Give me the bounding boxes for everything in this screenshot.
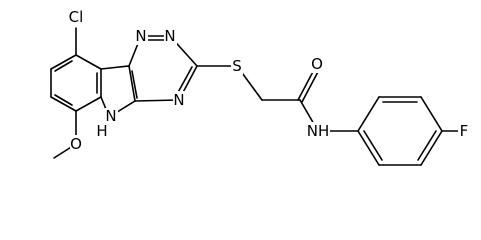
molecule-structure: Cl N N N S O NH N H xyxy=(50,8,470,166)
bond-c5a-c6 xyxy=(75,96,102,112)
bond-ar-c3-c4 xyxy=(420,96,443,132)
amide-nh-group: NH xyxy=(306,122,330,140)
bond-c9-c9a xyxy=(75,54,102,70)
bond-c8-c9-double xyxy=(54,60,73,72)
oxygen-label: O xyxy=(70,135,82,153)
bond-ar-c4-c5-double xyxy=(417,130,437,161)
sulfur-atom: S xyxy=(231,57,243,75)
indole-nh-group: N H xyxy=(96,107,118,140)
bond-c9b-c4a xyxy=(128,65,136,102)
nitrogen-label: N xyxy=(164,27,175,45)
bond-c-o-double xyxy=(301,67,321,103)
bond-ar-c1-c2 xyxy=(357,96,380,132)
triazine-nitrogen-top-right: N xyxy=(164,27,177,45)
bond-n4-c4a xyxy=(134,99,180,102)
nitrogen-label: N xyxy=(135,27,146,45)
bond-ar-c4-c5 xyxy=(420,130,443,166)
bond-c9a-c9b xyxy=(100,65,130,70)
bond-c6-c7-double xyxy=(54,94,73,106)
chlorine-atom: Cl xyxy=(66,8,86,26)
amide-nh-label: NH xyxy=(307,122,330,140)
bond-c8-c9 xyxy=(50,54,77,70)
oxygen-label: O xyxy=(311,55,323,73)
chlorine-label: Cl xyxy=(69,8,84,26)
bond-layer xyxy=(50,27,459,166)
indole-h-label: H xyxy=(96,122,107,140)
bond-ar-c6-c1-double xyxy=(363,130,383,161)
triazine-nitrogen-bottom: N xyxy=(173,91,186,109)
bond-ar-c6-c1 xyxy=(357,130,380,166)
nitrogen-label: N xyxy=(173,91,184,109)
sulfur-label: S xyxy=(232,57,242,75)
triazine-nitrogen-top-left: N xyxy=(135,27,148,45)
fluorine-atom: F xyxy=(458,122,470,140)
fluorine-label: F xyxy=(460,122,469,140)
carbonyl-oxygen-atom: O xyxy=(311,55,324,73)
methoxy-oxygen-atom: O xyxy=(70,135,83,153)
bond-c9b-c4a-double xyxy=(131,70,138,99)
atom-label-layer: Cl N N N S O NH N H xyxy=(66,8,470,153)
bond-c6-c7 xyxy=(50,96,77,112)
indole-n-label: N xyxy=(105,107,116,125)
